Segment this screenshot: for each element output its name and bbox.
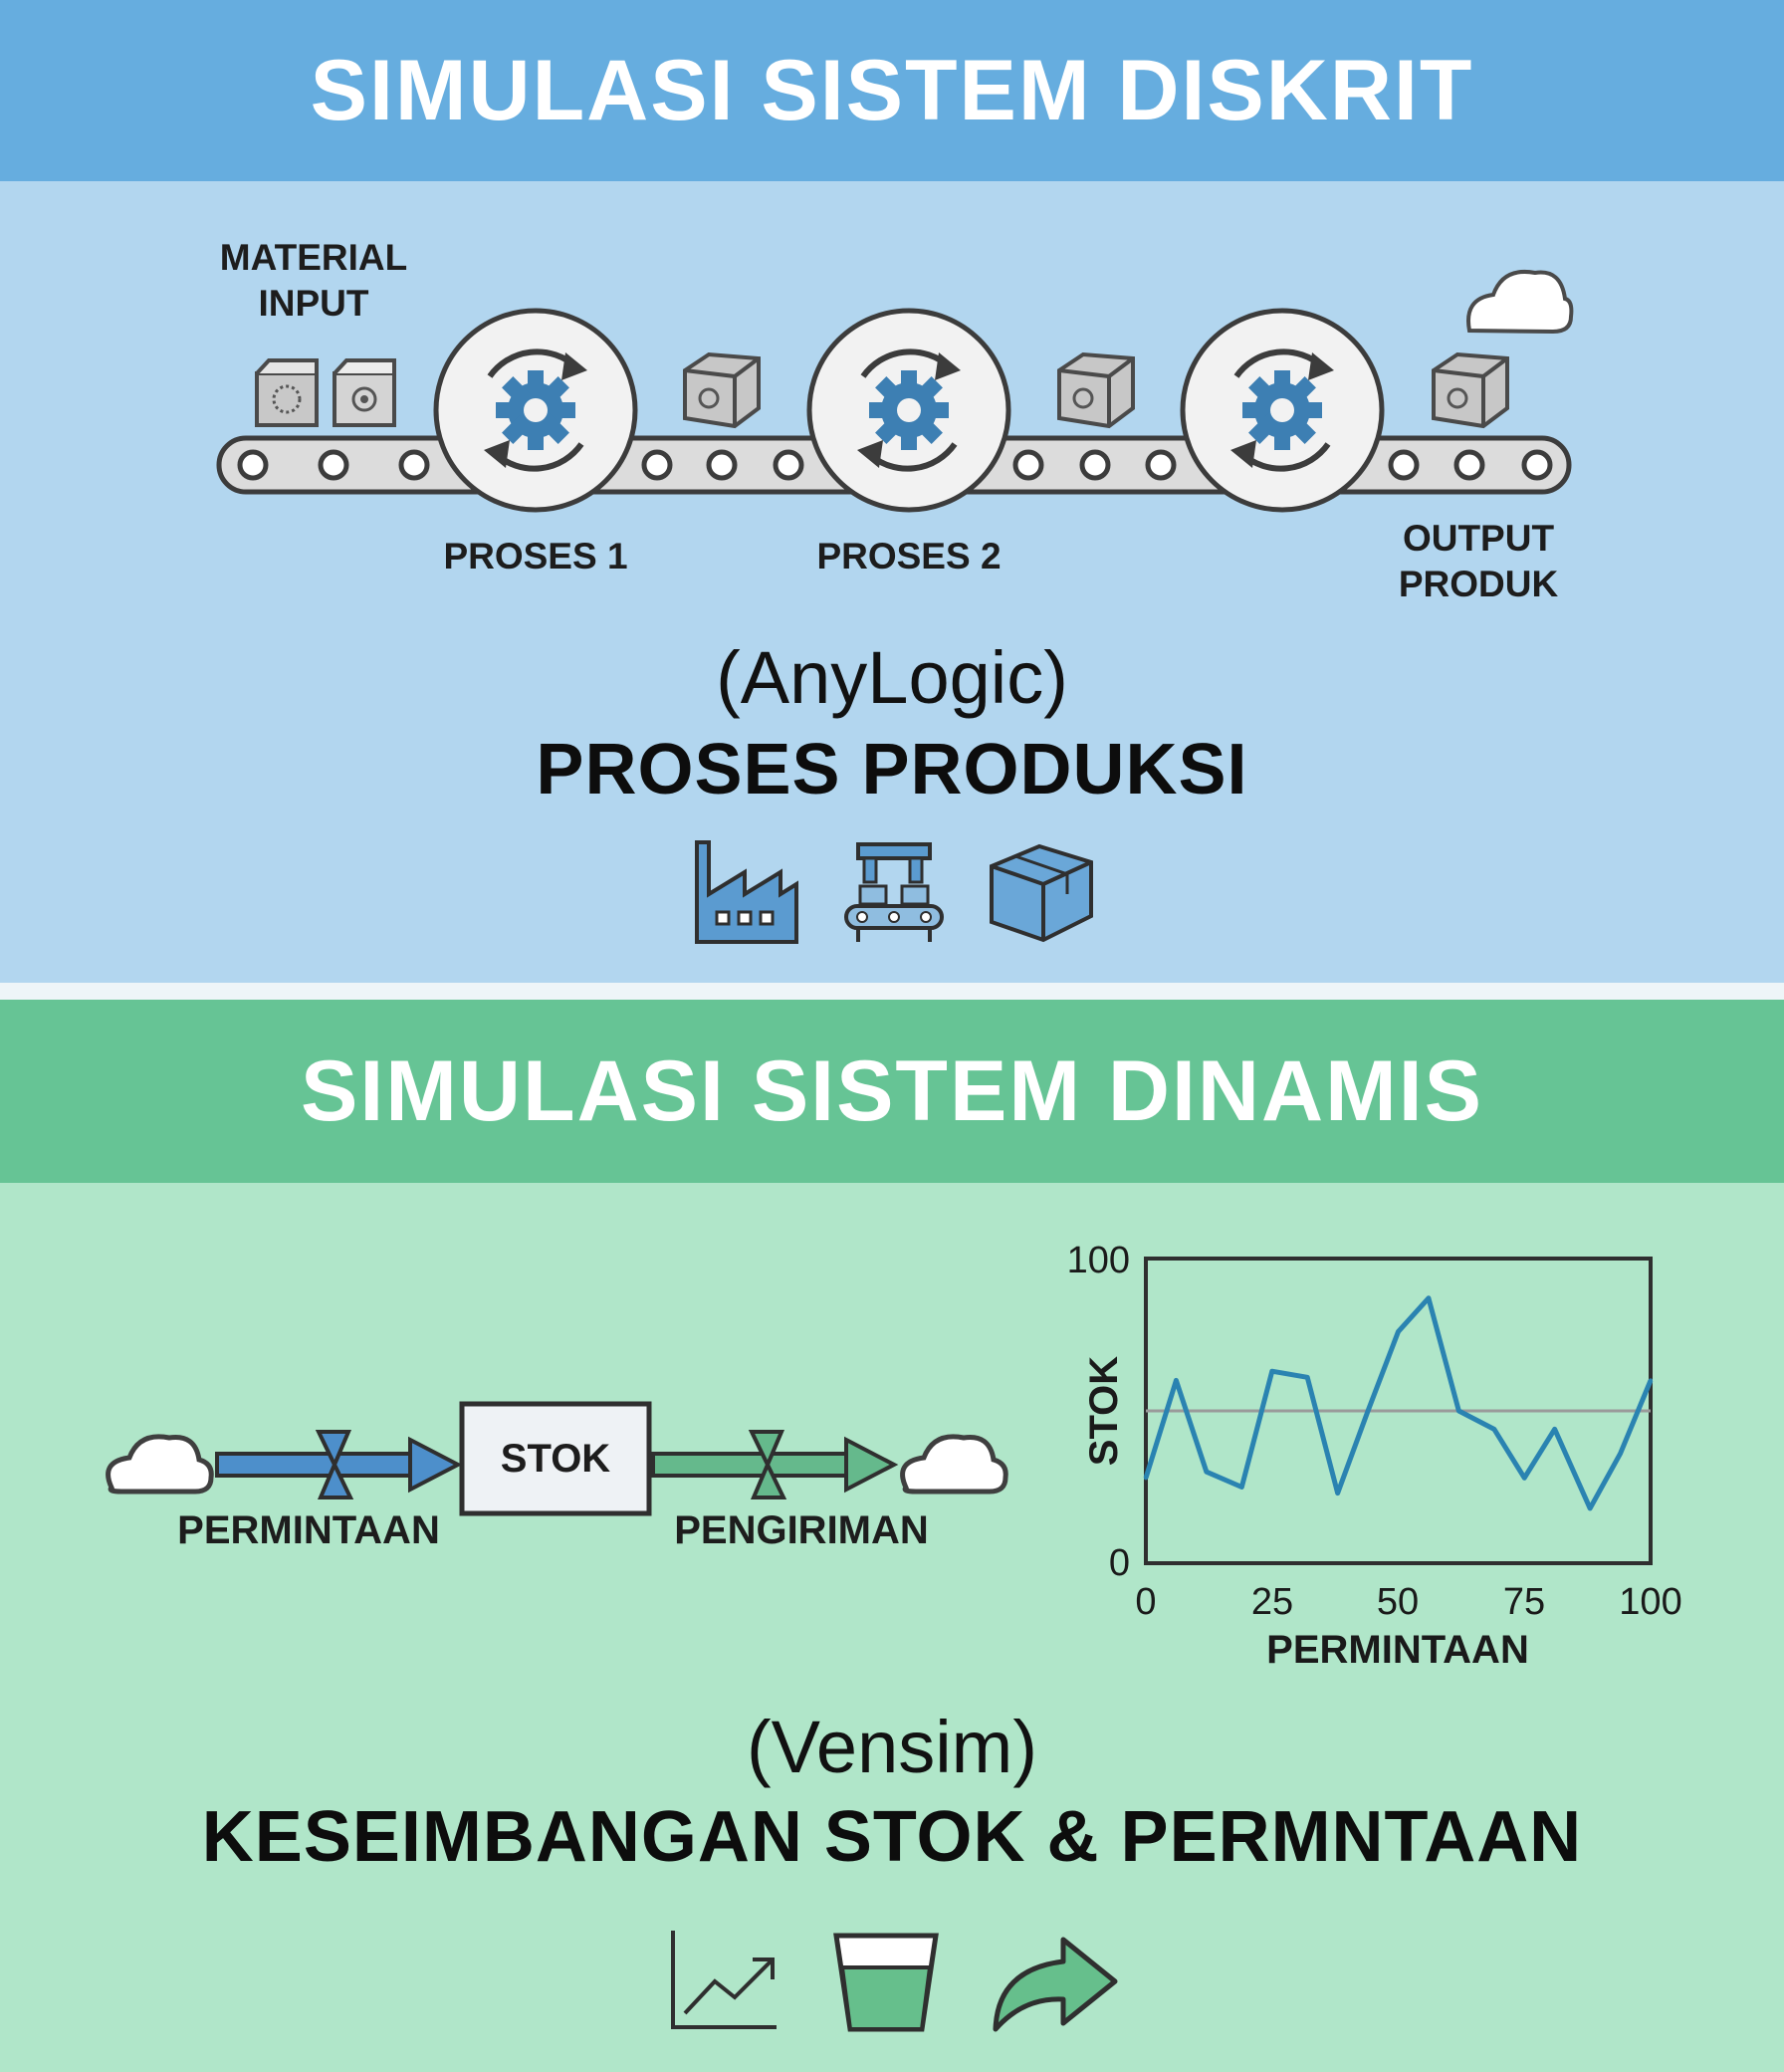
dynamic-section: SIMULASI SISTEM DINAMIS 100	[0, 1000, 1784, 2072]
inflow-label: PERMINTAAN	[177, 1508, 440, 1552]
stock-box	[459, 1401, 652, 1516]
x-tick-100: 100	[1619, 1581, 1681, 1623]
product-cube-icon	[683, 351, 761, 429]
chart-point	[1396, 1329, 1401, 1334]
x-tick-0: 0	[1135, 1581, 1156, 1623]
robot-arm-conveyor-icon	[844, 842, 944, 942]
outflow-label: PENGIRIMAN	[674, 1508, 929, 1552]
line-chart-icon	[671, 1931, 777, 2029]
gear-icon	[1242, 370, 1322, 450]
x-axis-label: PERMINTAAN	[1266, 1628, 1529, 1672]
process-station-3	[1180, 308, 1385, 513]
arrow-forward-icon	[993, 1937, 1118, 2032]
input-box-icon	[255, 358, 319, 427]
process-station-1	[433, 308, 638, 513]
product-cube-icon	[1432, 351, 1509, 429]
chart-point	[1491, 1427, 1496, 1432]
source-cloud-icon	[106, 1434, 214, 1495]
process-station-2	[806, 308, 1011, 513]
y-tick-100: 100	[1067, 1240, 1130, 1281]
chart-point	[1174, 1378, 1179, 1383]
discrete-section: SIMULASI SISTEM DISKRIT	[0, 0, 1784, 983]
chart-point	[1366, 1409, 1371, 1413]
chart-point	[1144, 1476, 1148, 1481]
inflow-valve-icon	[315, 1430, 354, 1499]
outflow-valve-icon	[748, 1430, 787, 1499]
sink-cloud-icon	[900, 1434, 1008, 1495]
chart-point	[1618, 1451, 1623, 1456]
x-tick-25: 25	[1251, 1581, 1293, 1623]
y-axis-label: STOK	[1082, 1356, 1126, 1467]
package-box-icon	[990, 843, 1093, 943]
y-tick-0: 0	[1109, 1542, 1130, 1584]
chart-point	[1649, 1378, 1653, 1383]
conveyor-illustration	[216, 270, 1574, 944]
chart-point	[1269, 1369, 1274, 1374]
cloud-icon	[1466, 270, 1574, 335]
output-label: OUTPUT PRODUK	[1398, 518, 1559, 604]
chart-point	[1588, 1505, 1593, 1510]
product-cube-icon	[1057, 351, 1135, 429]
inflow-pipe	[215, 1430, 463, 1499]
dynamic-tool-label: (Vensim)	[747, 1706, 1037, 1788]
gear-icon	[869, 370, 949, 450]
chart-point	[1335, 1491, 1340, 1496]
chart-point	[1552, 1427, 1557, 1432]
chart-point	[1204, 1470, 1209, 1475]
water-tank-icon	[833, 1933, 939, 2032]
stock-line-chart: 100 0 0 25 50 75 100 PERMINTAAN STOK	[1067, 1240, 1682, 1672]
dynamic-banner: SIMULASI SISTEM DINAMIS	[0, 1000, 1784, 1183]
input-box-icon	[333, 358, 396, 427]
process1-label: PROSES 1	[443, 536, 628, 576]
chart-point	[1305, 1375, 1310, 1380]
stock-flow-diagram: 100 0 0 25 50 75 100 PERMINTAAN STOK	[106, 1240, 1682, 2032]
dynamic-title: SIMULASI SISTEM DINAMIS	[301, 1042, 1483, 1139]
factory-icon	[695, 840, 798, 944]
stock-label: STOK	[500, 1437, 611, 1481]
process2-label: PROSES 2	[816, 536, 1002, 576]
chart-point	[1522, 1476, 1527, 1481]
discrete-caption: PROSES PRODUKSI	[536, 730, 1248, 809]
discrete-title: SIMULASI SISTEM DISKRIT	[310, 42, 1474, 138]
x-tick-50: 50	[1377, 1581, 1419, 1623]
chart-point	[1239, 1485, 1244, 1490]
chart-point	[1426, 1295, 1431, 1300]
chart-point	[1456, 1409, 1461, 1413]
discrete-banner: SIMULASI SISTEM DISKRIT	[0, 0, 1784, 181]
x-tick-75: 75	[1503, 1581, 1545, 1623]
discrete-tool-label: (AnyLogic)	[716, 636, 1068, 719]
conveyor-rollers	[237, 449, 1553, 481]
gear-icon	[496, 370, 575, 450]
outflow-pipe	[651, 1430, 899, 1499]
dynamic-caption: KESEIMBANGAN STOK & PERMNTAAN	[201, 1797, 1583, 1877]
material-input-label: MATERIAL INPUT	[219, 237, 408, 324]
